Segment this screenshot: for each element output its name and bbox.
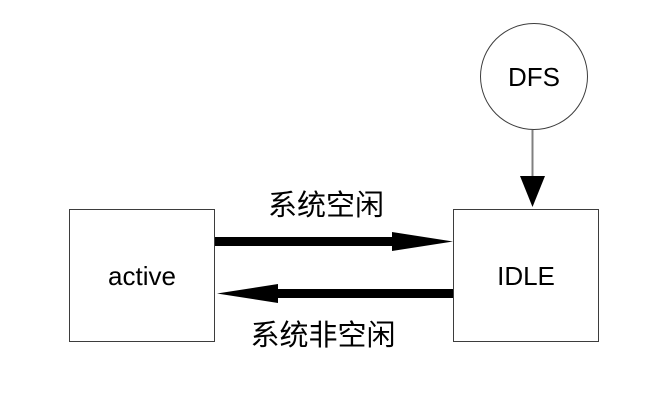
node-idle: IDLE bbox=[453, 209, 599, 342]
edge-label-active-to-idle: 系统空闲 bbox=[267, 190, 384, 222]
edge-label-idle-to-active: 系统非空闲 bbox=[250, 320, 396, 352]
edge-dfs-to-idle-arrowhead-icon bbox=[520, 176, 545, 207]
edge-active-to-idle-arrow bbox=[215, 232, 453, 251]
node-active: active bbox=[69, 209, 215, 342]
node-active-label: active bbox=[108, 260, 176, 291]
edge-idle-to-active-arrow bbox=[217, 284, 453, 303]
node-dfs: DFS bbox=[480, 23, 588, 130]
node-dfs-label: DFS bbox=[508, 61, 560, 92]
node-idle-label: IDLE bbox=[497, 260, 555, 291]
